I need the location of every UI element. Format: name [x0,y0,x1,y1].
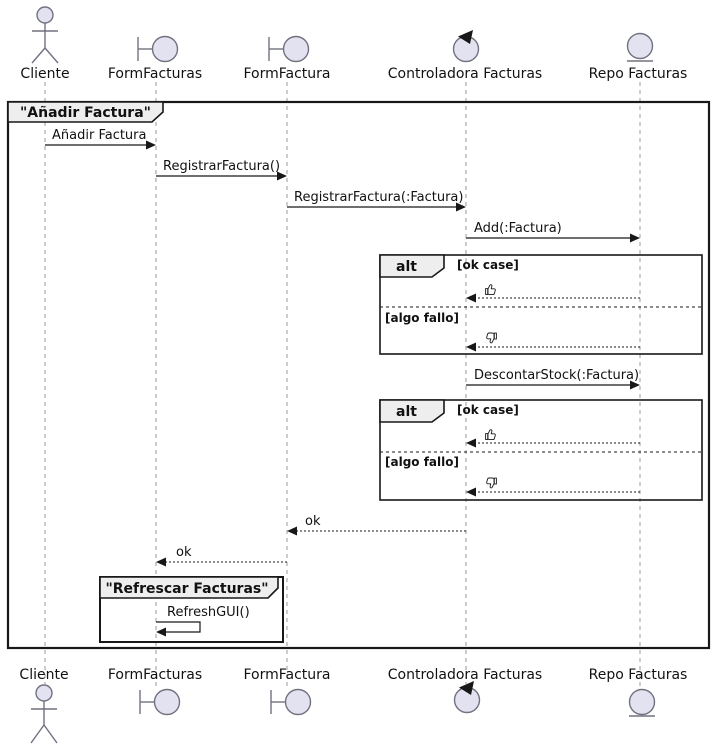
message-label: Add(:Factura) [474,221,562,236]
actor-icon [31,6,59,64]
alt-operator: alt [396,259,417,275]
actor-icon [30,684,58,744]
message-label: RegistrarFactura(:Factura) [294,190,463,205]
arrowhead [156,557,166,567]
participant-label: Controladora Facturas [388,66,542,82]
thumbs-up-icon [485,429,496,441]
alt-fragment-1: alt [ok case] [algo fallo] [379,254,703,355]
return-ok [466,438,640,448]
participant-label: FormFacturas [108,667,202,683]
participant-label: FormFactura [243,66,330,82]
frame-title-tab [99,576,279,599]
message-ok-to-formfactura: ok [287,514,466,536]
participant-label: Controladora Facturas [388,667,542,683]
message-label: RefreshGUI() [167,605,250,620]
alt-operator-tab [379,254,445,278]
message-label: Añadir Factura [52,128,147,143]
control-icon [453,681,481,714]
participant-label: Cliente [20,66,69,82]
message-label: ok [176,545,192,560]
boundary-icon [270,688,312,716]
message-add-factura: Add(:Factura) [466,221,640,243]
participant-top-formfacturas: FormFacturas [108,35,202,82]
arrowhead [287,526,297,536]
frame-anadir-factura: "Añadir Factura" [6,100,711,650]
arrowhead [156,627,166,637]
boundary-icon [268,35,310,63]
frame-title-tab [7,101,164,123]
arrowhead [466,438,476,448]
entity-icon [628,688,656,717]
frame-title: "Añadir Factura" [20,105,151,121]
guard-fail: [algo fallo] [385,311,459,325]
alt-operator-tab [379,399,445,423]
message-label: RegistrarFactura() [163,159,280,174]
thumbs-down-icon [486,332,497,344]
arrowhead [146,140,156,150]
frame-refrescar-facturas: "Refrescar Facturas" RefreshGUI() [99,576,284,643]
message-label: ok [305,514,321,529]
thumbs-up-icon [485,284,496,296]
control-icon [452,30,480,63]
participant-bottom-formfacturas: FormFacturas [108,667,202,716]
thumbs-down-icon [486,477,497,489]
message-descontar-stock: DescontarStock(:Factura) [466,368,640,390]
participant-label: Cliente [19,667,68,683]
arrowhead [456,202,466,212]
arrowhead [630,380,640,390]
participant-top-cliente: Cliente [20,6,70,82]
guard-ok: [ok case] [457,258,519,272]
arrowhead [466,342,476,352]
message-anadir-factura: Añadir Factura [45,128,156,150]
participant-bottom-repo: Repo Facturas [589,667,688,717]
participant-bottom-controladora: Controladora Facturas [388,667,542,714]
message-registrar-factura-param: RegistrarFactura(:Factura) [287,190,466,212]
arrowhead [630,233,640,243]
arrowhead [466,293,476,303]
participant-label: FormFacturas [108,66,202,82]
return-fail [466,342,640,352]
guard-ok: [ok case] [457,403,519,417]
message-ok-to-formfacturas: ok [156,545,287,567]
alt-fragment-2: alt [ok case] [algo fallo] [379,399,703,501]
alt-operator: alt [396,404,417,420]
participant-label: Repo Facturas [589,667,688,683]
guard-fail: [algo fallo] [385,455,459,469]
message-label: DescontarStock(:Factura) [474,368,639,383]
participant-top-repo: Repo Facturas [589,32,688,82]
boundary-icon [139,688,181,716]
participant-top-controladora: Controladora Facturas [388,30,542,82]
participant-label: FormFactura [243,667,330,683]
participant-label: Repo Facturas [589,66,688,82]
participant-top-formfactura: FormFactura [243,35,331,82]
arrowhead [277,171,287,181]
participant-bottom-cliente: Cliente [19,667,69,744]
boundary-icon [137,35,179,63]
arrowhead [466,487,476,497]
entity-icon [626,32,654,62]
frame-title: "Refrescar Facturas" [105,581,268,597]
return-fail [466,487,640,497]
message-refresh-gui: RefreshGUI() [156,605,250,637]
message-registrar-factura: RegistrarFactura() [156,159,287,181]
participant-bottom-formfactura: FormFactura [243,667,331,716]
return-ok [466,293,640,303]
